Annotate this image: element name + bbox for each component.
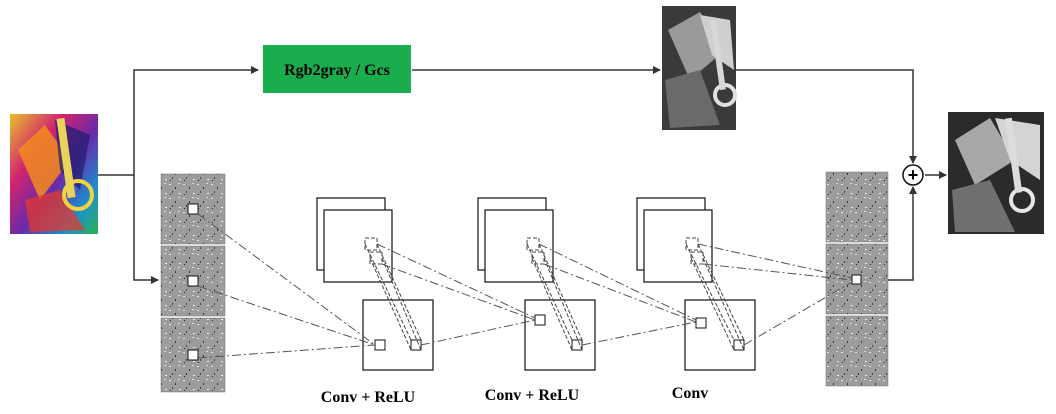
conv-layer-1 (316, 197, 434, 371)
sum-node: + (902, 164, 924, 186)
receptive-field-lines (197, 213, 853, 359)
stage-label-1: Conv + ReLU (321, 389, 416, 406)
right-feature-maps (825, 171, 889, 387)
stage-label-3: Conv (672, 385, 708, 402)
flow-lines (98, 66, 947, 284)
output-image (948, 112, 1044, 234)
input-color-image (10, 114, 98, 234)
rgb2gray-gcs-label: Rgb2gray / Gcs (284, 62, 390, 79)
grayscale-image (662, 6, 737, 130)
left-feature-maps (160, 173, 226, 393)
sum-symbol: + (908, 165, 919, 185)
conv-layer-2 (477, 197, 596, 371)
rgb2gray-gcs-box: Rgb2gray / Gcs (263, 45, 411, 93)
conv-layer-3 (636, 197, 756, 371)
stage-label-2: Conv + ReLU (485, 387, 580, 404)
